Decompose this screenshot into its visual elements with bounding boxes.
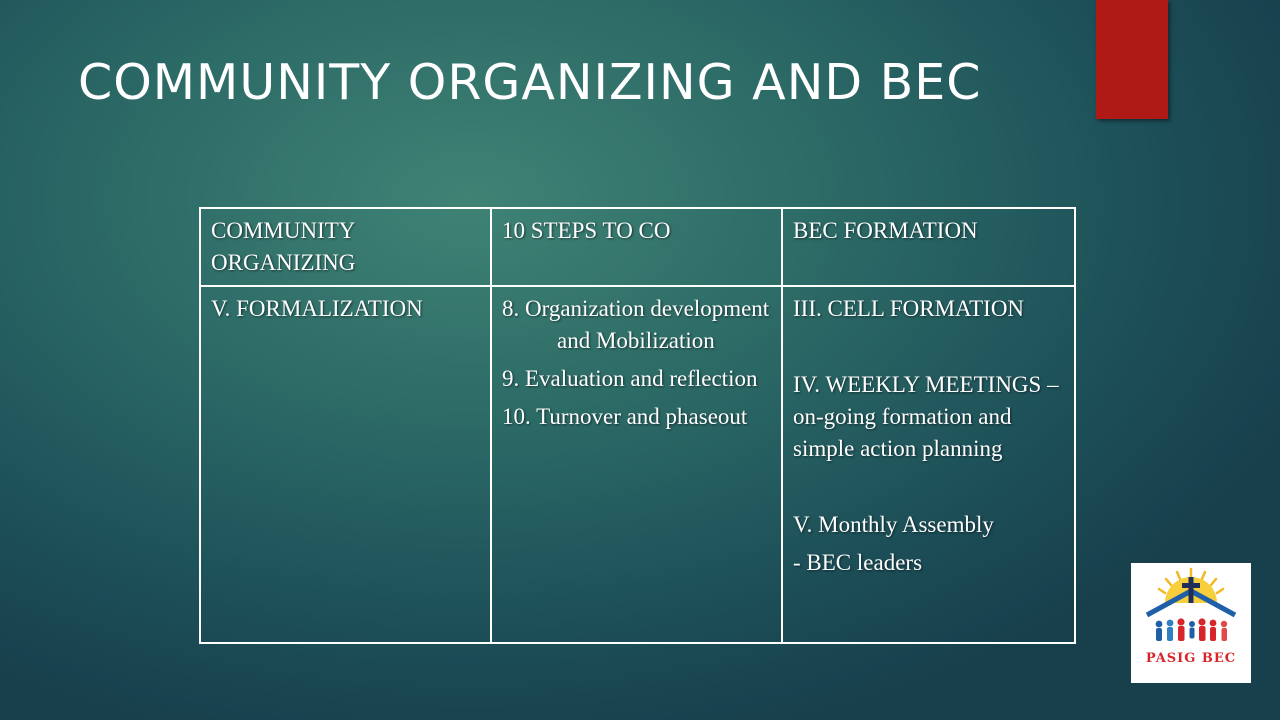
list-item: 8. Organization development and Mobiliza…: [502, 296, 770, 353]
content-table: COMMUNITY ORGANIZING 10 STEPS TO CO BEC …: [199, 207, 1076, 644]
page-title: COMMUNITY ORGANIZING AND BEC: [78, 54, 982, 111]
cell-bec: III. CELL FORMATION IV. WEEKLY MEETINGS …: [781, 285, 1076, 644]
list-item: 9. Evaluation and reflection: [502, 366, 758, 391]
bec-cell-formation: III. CELL FORMATION: [793, 296, 1025, 321]
bec-monthly-assembly: V. Monthly Assembly: [793, 512, 994, 537]
header-community-organizing: COMMUNITY ORGANIZING: [199, 207, 492, 287]
table-row: V. FORMALIZATION 8. Organization develop…: [199, 285, 1076, 644]
list-item: 10. Turnover and phaseout: [502, 404, 748, 429]
bec-leaders: - BEC leaders: [793, 550, 923, 575]
pasig-bec-logo: PASIG BEC: [1131, 563, 1251, 683]
bec-weekly-meetings: IV. WEEKLY MEETINGS – on-going formation…: [793, 372, 1059, 461]
steps-list: 8. Organization development and Mobiliza…: [502, 293, 771, 433]
accent-bar: [1096, 0, 1168, 119]
cell-steps: 8. Organization development and Mobiliza…: [490, 285, 783, 644]
pasig-bec-logo-icon: [1145, 567, 1237, 641]
header-bec-formation: BEC FORMATION: [781, 207, 1076, 287]
cell-phase: V. FORMALIZATION: [199, 285, 492, 644]
table-header-row: COMMUNITY ORGANIZING 10 STEPS TO CO BEC …: [199, 207, 1076, 287]
header-10-steps: 10 STEPS TO CO: [490, 207, 783, 287]
logo-text: PASIG BEC: [1145, 651, 1237, 666]
